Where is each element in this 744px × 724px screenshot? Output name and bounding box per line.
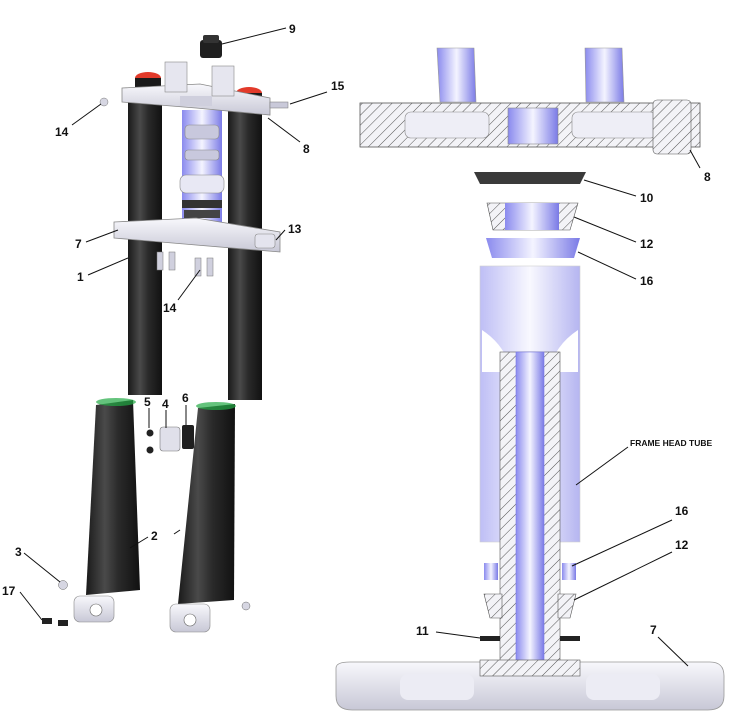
upper-race bbox=[486, 238, 580, 258]
axle-washer bbox=[58, 580, 68, 590]
callout-6: 6 bbox=[182, 391, 189, 405]
callout-3: 3 bbox=[15, 545, 22, 559]
clamp-screw-upper bbox=[146, 429, 154, 437]
head-tube-section bbox=[335, 47, 725, 711]
callout-5: 5 bbox=[144, 395, 151, 409]
callout-8-right: 8 bbox=[704, 170, 711, 184]
left-fork-tube bbox=[128, 95, 162, 395]
callout-17: 17 bbox=[2, 584, 16, 598]
lower-triple-clamp bbox=[113, 217, 281, 253]
callout-11: 11 bbox=[416, 624, 429, 638]
callout-8-left: 8 bbox=[303, 142, 310, 156]
stem-washer-right bbox=[560, 636, 580, 641]
brake-line-guide bbox=[182, 425, 194, 449]
frame-head-tube-label: FRAME HEAD TUBE bbox=[630, 438, 712, 448]
callout-15: 15 bbox=[331, 79, 345, 93]
callout-13: 13 bbox=[288, 222, 302, 236]
callout-16-lower: 16 bbox=[675, 504, 689, 518]
callout-12-lower: 12 bbox=[675, 538, 689, 552]
callout-14-top: 14 bbox=[55, 125, 69, 139]
axle-pinch-screw-b bbox=[58, 620, 68, 626]
right-axle-bolt bbox=[241, 601, 251, 611]
dust-seal bbox=[474, 172, 586, 184]
callout-14-lower: 14 bbox=[163, 301, 177, 315]
callout-1: 1 bbox=[77, 270, 84, 284]
callout-7-right: 7 bbox=[650, 623, 657, 637]
right-fork-slider bbox=[178, 404, 235, 604]
callout-4: 4 bbox=[162, 397, 169, 411]
brake-line-clamp bbox=[159, 426, 181, 452]
lower-clamp-bolts bbox=[156, 251, 214, 277]
riser-cap bbox=[200, 40, 222, 58]
callout-12-upper: 12 bbox=[640, 237, 654, 251]
lower-race-right bbox=[562, 563, 576, 580]
callout-2: 2 bbox=[151, 529, 158, 543]
axle-pinch-screw-a bbox=[42, 618, 52, 624]
fork-assembly bbox=[42, 35, 289, 633]
lower-race-left bbox=[484, 563, 498, 580]
left-fork-slider bbox=[86, 400, 140, 595]
leader-lines bbox=[19, 27, 701, 667]
lower-bearing-right bbox=[557, 593, 577, 619]
stem-washer-left bbox=[480, 636, 500, 641]
callout-10: 10 bbox=[640, 191, 654, 205]
top-bolt bbox=[99, 97, 109, 107]
clamp-screw-lower bbox=[146, 446, 154, 454]
callout-9: 9 bbox=[289, 22, 296, 36]
bearing-ring bbox=[182, 200, 222, 208]
pinch-bolt-top bbox=[269, 101, 289, 109]
callout-7-left: 7 bbox=[75, 237, 82, 251]
lower-bearing-left bbox=[483, 593, 503, 619]
callout-16-upper: 16 bbox=[640, 274, 654, 288]
